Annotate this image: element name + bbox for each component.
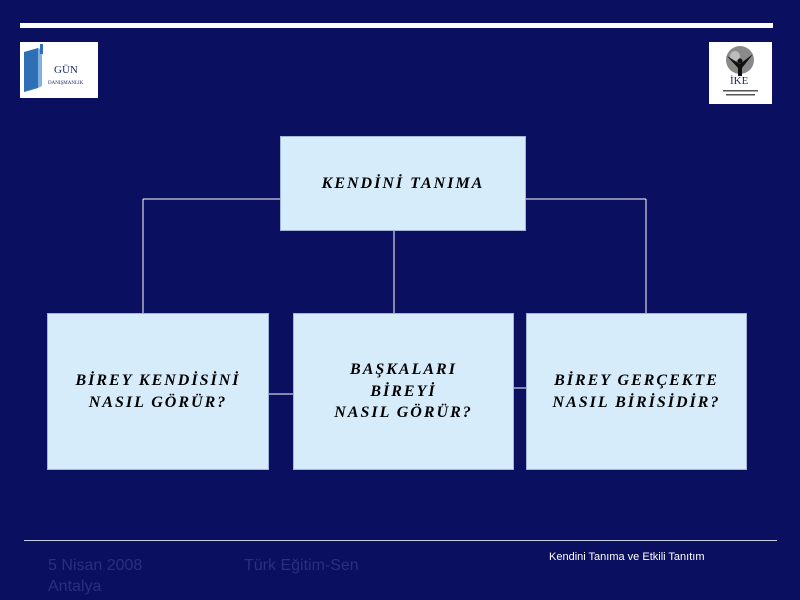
footer-date: 5 Nisan 2008 Antalya	[48, 557, 143, 595]
ike-logo-name: İKE	[730, 75, 749, 87]
node-baskalari-bireyi: BAŞKALARI BİREYİ NASIL GÖRÜR?	[293, 313, 514, 470]
ike-logo: İKE	[709, 42, 772, 104]
node-root-label: KENDİNİ TANIMA	[321, 174, 485, 192]
bottom-divider	[24, 540, 777, 541]
footer-organization: Türk Eğitim-Sen	[244, 557, 359, 574]
top-divider	[20, 23, 773, 28]
node-birey-gercekte: BİREY GERÇEKTE NASIL BİRİSİDİR?	[526, 313, 747, 470]
gun-logo-graphic	[24, 44, 43, 92]
node-center-label: BAŞKALARI BİREYİ NASIL GÖRÜR?	[334, 361, 473, 422]
node-right-label: BİREY GERÇEKTE NASIL BİRİSİDİR?	[552, 371, 721, 411]
node-left-label: BİREY KENDİSİNİ NASIL GÖRÜR?	[75, 371, 241, 411]
gun-logo: GÜN DANIŞMANLIK	[20, 42, 98, 98]
ike-logo-graphic	[723, 46, 758, 96]
node-kendini-tanima: KENDİNİ TANIMA	[280, 136, 526, 231]
gun-logo-name: GÜN	[54, 64, 78, 76]
footer-presentation-title: Kendini Tanıma ve Etkili Tanıtım	[549, 551, 705, 563]
gun-logo-subtitle: DANIŞMANLIK	[48, 81, 84, 86]
node-birey-kendisini: BİREY KENDİSİNİ NASIL GÖRÜR?	[47, 313, 269, 470]
